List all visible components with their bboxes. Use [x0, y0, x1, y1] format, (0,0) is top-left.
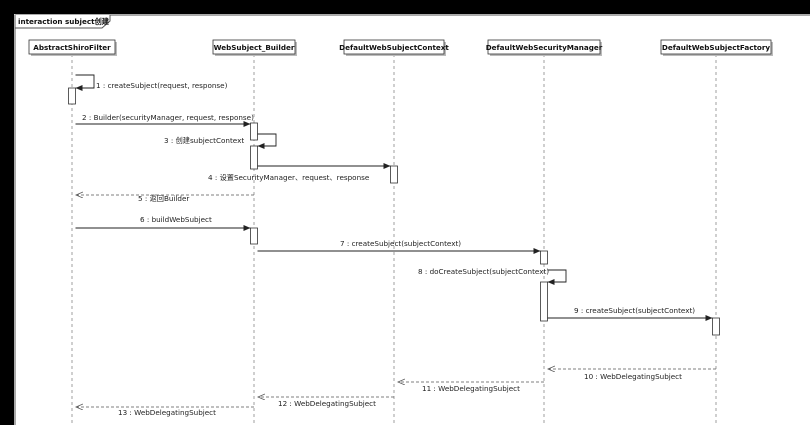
- participant-box-p0[interactable]: [28, 39, 116, 55]
- message-label-11: 11 : WebDelegatingSubject: [422, 384, 520, 393]
- message-arrow-3: [257, 133, 277, 149]
- activation-bar: [250, 145, 258, 170]
- message-label-4: 4 : 设置SecurityManager、request、response: [208, 173, 370, 182]
- activation-bar: [68, 87, 76, 105]
- frame-title-tab: [14, 15, 111, 29]
- participant-name-p4: DefaultWebSubjectFactory: [662, 43, 771, 52]
- participant-name-p2: DefaultWebSubjectContext: [339, 43, 449, 52]
- frame-title: interaction subject创建: [18, 17, 110, 26]
- message-label-3: 3 : 创建subjectContext: [164, 136, 244, 145]
- activation-bar: [390, 165, 398, 184]
- participant-box-p4[interactable]: [660, 39, 772, 55]
- message-label-13: 13 : WebDelegatingSubject: [118, 408, 216, 417]
- activation-bar: [712, 317, 720, 336]
- activation-bar: [250, 122, 258, 141]
- diagram-canvas: [14, 14, 810, 425]
- participant-box-p3[interactable]: [487, 39, 601, 55]
- participant-name-p3: DefaultWebSecurityManager: [486, 43, 603, 52]
- message-label-10: 10 : WebDelegatingSubject: [584, 372, 682, 381]
- participant-name-p0: AbstractShiroFilter: [33, 43, 111, 52]
- participant-name-p1: WebSubject_Builder: [214, 43, 295, 52]
- message-label-6: 6 : buildWebSubject: [140, 215, 212, 224]
- message-label-8: 8 : doCreateSubject(subjectContext): [418, 267, 549, 276]
- message-label-9: 9 : createSubject(subjectContext): [574, 306, 695, 315]
- message-arrow-8: [547, 269, 567, 285]
- message-arrow-1: [75, 74, 95, 91]
- activation-bar: [540, 281, 548, 322]
- message-label-7: 7 : createSubject(subjectContext): [340, 239, 461, 248]
- activation-bar: [540, 250, 548, 265]
- participant-box-p2[interactable]: [343, 39, 445, 55]
- message-label-2: 2 : Builder(securityManager, request, re…: [82, 113, 254, 122]
- message-label-12: 12 : WebDelegatingSubject: [278, 399, 376, 408]
- activation-bar: [250, 227, 258, 245]
- participant-box-p1[interactable]: [212, 39, 296, 55]
- message-label-5: 5 : 返回Builder: [138, 194, 189, 203]
- message-label-1: 1 : createSubject(request, response): [96, 81, 228, 90]
